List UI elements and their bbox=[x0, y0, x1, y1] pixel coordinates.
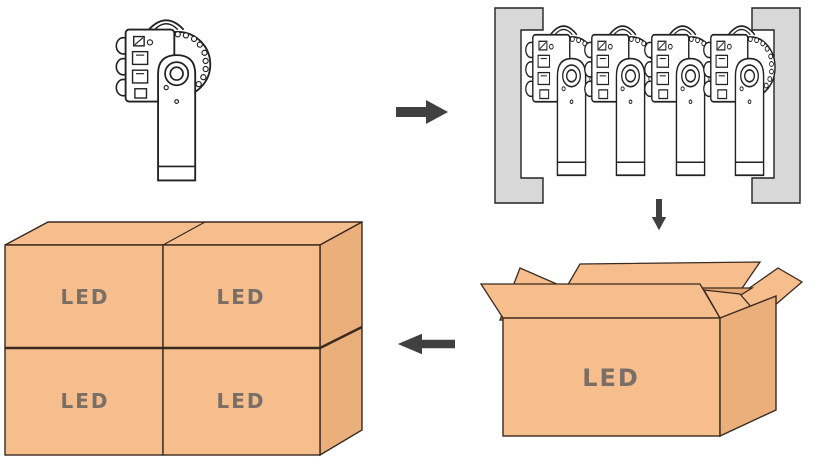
open-carton: LED bbox=[479, 261, 804, 438]
stack-box-label-bottom-left: LED bbox=[60, 389, 109, 413]
stack-box-label-top-right: LED bbox=[216, 285, 265, 309]
stack-box-label-top-left: LED bbox=[60, 285, 109, 309]
arrow-down-icon bbox=[651, 199, 667, 231]
arrow-left-icon bbox=[397, 333, 455, 355]
tray-fixture-4 bbox=[702, 25, 776, 177]
open-box-label: LED bbox=[582, 364, 640, 392]
single-fixture-illustration bbox=[115, 19, 212, 182]
stack-box-label-bottom-right: LED bbox=[216, 389, 265, 413]
packing-tray bbox=[494, 7, 801, 204]
arrow-right-icon bbox=[396, 100, 448, 124]
stacked-cartons: LED LED LED LED bbox=[4, 220, 363, 457]
